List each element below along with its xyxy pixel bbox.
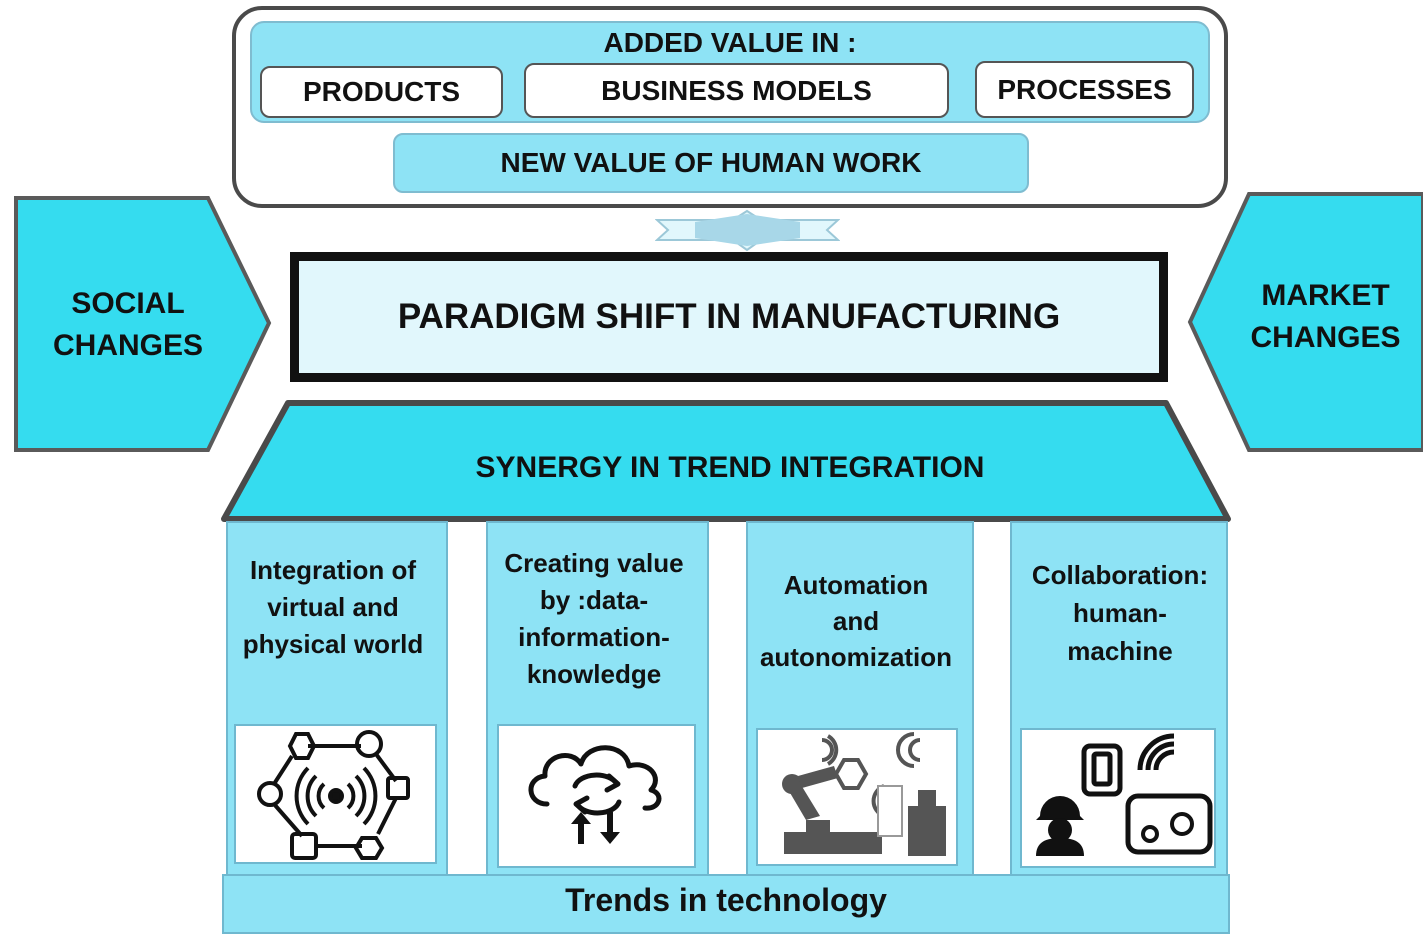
social-changes-label: SOCIAL CHANGES [14, 280, 242, 370]
social-changes-line2: CHANGES [52, 329, 203, 362]
business-models-box: BUSINESS MODELS [524, 63, 949, 118]
icon-card [756, 728, 958, 866]
pillar-text-line: Integration of [249, 554, 417, 585]
pillar-text-line: virtual and [267, 591, 399, 622]
market-changes-arrow [1187, 192, 1423, 452]
pillar-text-line: and [832, 606, 880, 636]
pillar-automation-text: Automation and autonomization [748, 566, 964, 676]
social-changes-line1: SOCIAL [71, 287, 185, 320]
pillar-text-line: physical world [242, 628, 424, 659]
paradigm-shift-box: PARADIGM SHIFT IN MANUFACTURING [290, 252, 1168, 382]
added-value-heading: ADDED VALUE IN : [603, 27, 857, 58]
icon-card [234, 724, 437, 864]
double-arrow-icon [655, 209, 840, 252]
pillar-text-line: autonomization [759, 642, 953, 672]
pillar-text-line: machine [1067, 635, 1173, 666]
pillar-text-line: human- [1073, 597, 1167, 628]
pillar-text-line: information- [518, 622, 670, 652]
worker-device-icon [1036, 733, 1213, 856]
new-value-human-work: NEW VALUE OF HUMAN WORK [393, 133, 1029, 193]
icon-card [497, 724, 696, 868]
trends-in-technology-bar: Trends in technology [222, 874, 1230, 934]
processes-box: PROCESSES [975, 61, 1194, 118]
pillar-virtual-physical-text: Integration of virtual and physical worl… [228, 548, 438, 666]
pillar-collaboration-text: Collaboration: human- machine [1012, 555, 1228, 670]
social-changes-arrow [14, 196, 272, 452]
pillar-text-line: knowledge [526, 659, 662, 689]
cloud-sync-icon [528, 745, 662, 844]
market-changes-label: MARKET CHANGES [1228, 272, 1423, 362]
synergy-label: SYNERGY IN TREND INTEGRATION [475, 451, 985, 484]
icon-card [1020, 728, 1216, 868]
network-hub-icon [257, 730, 410, 860]
pillar-text-line: Automation [783, 570, 929, 600]
pillar-text-line: by :data- [539, 585, 649, 615]
products-box: PRODUCTS [260, 66, 503, 118]
market-changes-line1: MARKET [1261, 279, 1390, 312]
robot-arm-icon [782, 732, 946, 856]
pillar-text-line: Collaboration: [1031, 559, 1209, 590]
synergy-roof [221, 400, 1231, 522]
pillar-text-line: Creating value [504, 548, 684, 578]
pillar-data-value-text: Creating value by :data- information- kn… [488, 543, 700, 695]
market-changes-line2: CHANGES [1250, 321, 1401, 354]
